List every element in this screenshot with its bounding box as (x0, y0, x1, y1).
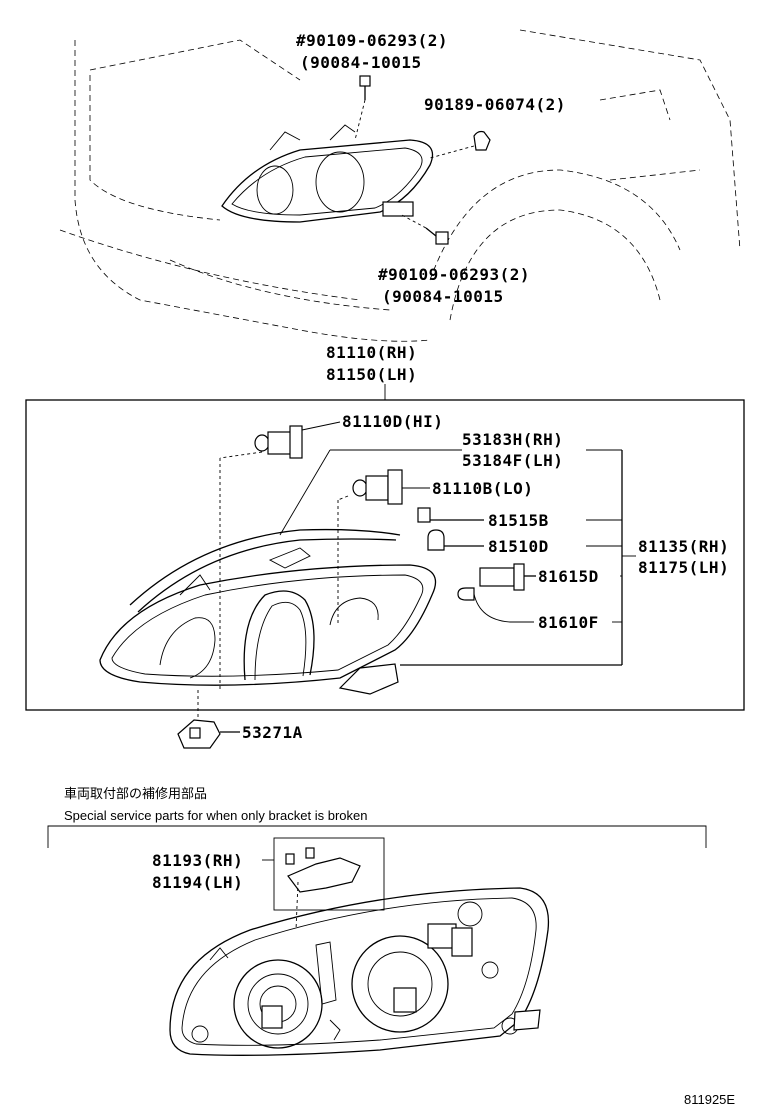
socket-side-part-number: 81615D (538, 567, 599, 586)
bolt-upper-icon (354, 75, 371, 141)
clip-icon (429, 130, 491, 159)
cover-callout: 53183H(RH) 53184F(LH) (462, 430, 622, 470)
unit-leader-lines (400, 450, 636, 666)
unit-part-number-rh: 81135(RH) (638, 537, 729, 556)
headlamp-installed (221, 124, 434, 223)
socket-small-part-number: 81515B (488, 511, 549, 530)
hi-bulb-icon (219, 421, 341, 690)
service-title-jp: 車両取付部の補修用部品 (64, 786, 207, 801)
cover-strip (129, 449, 462, 613)
bolt-upper-part-number: #90109-06293(2) (296, 31, 448, 50)
repair-kit-part-number-rh: 81193(RH) (152, 851, 243, 870)
headlamp-unit (99, 547, 437, 695)
repair-kit-icon (273, 837, 385, 911)
cover-part-number-rh: 53183H(RH) (462, 430, 563, 449)
bolt-lower-part-number: #90109-06293(2) (378, 265, 530, 284)
bolt-lower-icon (399, 213, 449, 245)
service-section-bracket-line (47, 825, 707, 848)
bolt-lower-alt-part-number: (90084-10015 (382, 287, 504, 306)
vehicle-outline (59, 29, 741, 342)
clip-part-number: 90189-06074(2) (424, 95, 566, 114)
service-title-en: Special service parts for when only brac… (64, 808, 367, 823)
bulb-side-icon (457, 587, 534, 623)
diagram-code: 811925E (684, 1092, 735, 1107)
socket-side-icon (479, 563, 536, 591)
bolt-lower-callout: #90109-06293(2) (90084-10015 (378, 265, 530, 306)
bracket-part-number: 53271A (242, 723, 303, 742)
assembly-part-number-rh: 81110(RH) (326, 343, 417, 362)
hi-bulb-part-number: 81110D(HI) (342, 412, 443, 431)
cover-part-number-lh: 53184F(LH) (462, 451, 563, 470)
bulb-small-icon (427, 529, 484, 551)
headlamp-rear-view (169, 881, 550, 1056)
assembly-callout: 81110(RH) 81150(LH) (326, 343, 417, 400)
repair-kit-callout: 81193(RH) 81194(LH) (152, 851, 274, 892)
bulb-small-part-number: 81510D (488, 537, 549, 556)
lo-bulb-icon (337, 469, 430, 625)
lo-bulb-part-number: 81110B(LO) (432, 479, 533, 498)
unit-part-number-lh: 81175(LH) (638, 558, 729, 577)
bracket-icon (177, 690, 240, 749)
socket-small-icon (417, 507, 484, 523)
repair-kit-part-number-lh: 81194(LH) (152, 873, 243, 892)
bulb-side-part-number: 81610F (538, 613, 599, 632)
bolt-upper-alt-part-number: (90084-10015 (300, 53, 422, 72)
exploded-view-frame (25, 399, 745, 711)
bolt-upper-callout: #90109-06293(2) (90084-10015 (296, 31, 448, 72)
unit-callout: 81135(RH) 81175(LH) (638, 537, 729, 577)
assembly-part-number-lh: 81150(LH) (326, 365, 417, 384)
